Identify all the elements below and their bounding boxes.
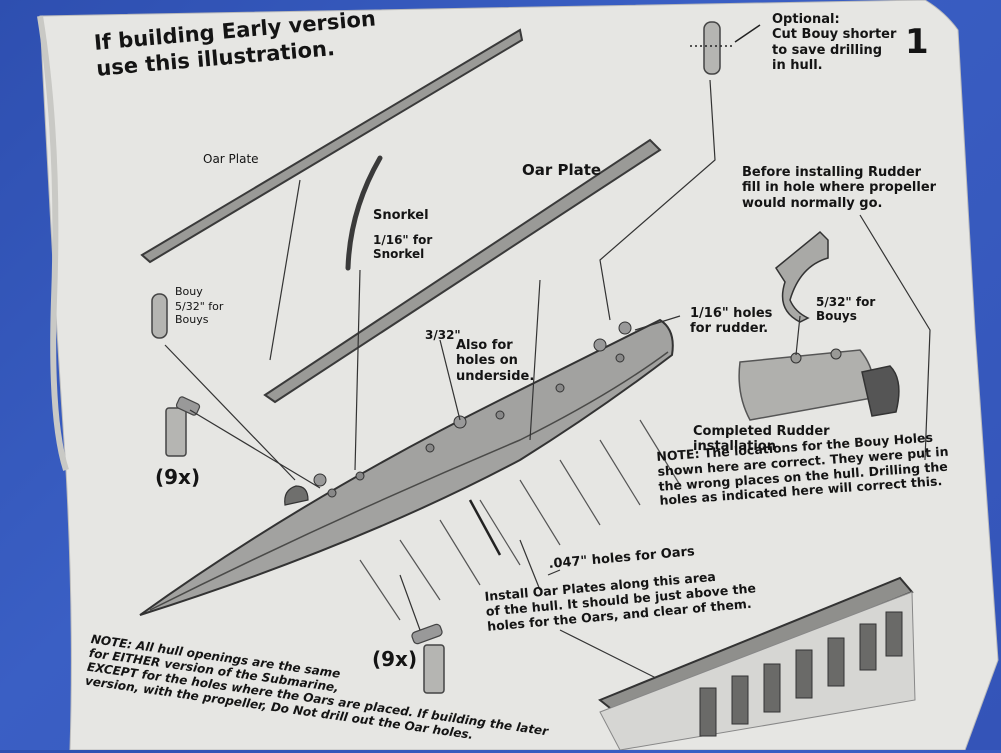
callout-rudder-fill: Before installing Rudder fill in hole wh… (742, 165, 937, 211)
callout-bouy-hole: 5/32" for Bouys (175, 300, 224, 326)
callout-hole-3-32: 3/32" (425, 328, 461, 342)
completed-rudder-drawing (738, 348, 900, 421)
optional-bouy-drawing (703, 21, 721, 75)
callout-completed-rudder: Completed Rudder installation (693, 424, 830, 455)
callout-bouy-hole-right: 5/32" for Bouys (816, 295, 876, 324)
callout-oar-plate-right: Oar Plate (522, 161, 602, 179)
oar-plate-left-drawing (140, 28, 524, 264)
callout-snorkel: Snorkel (373, 208, 429, 223)
oar-fitting-upper-drawing (165, 396, 201, 457)
callout-optional-bouy: Optional: Cut Bouy shorter to save drill… (772, 12, 897, 73)
callout-oar-plate-left: Oar Plate (203, 152, 259, 166)
oar-plate-with-oars-drawing (598, 576, 916, 750)
leader-lines (164, 79, 931, 691)
snorkel-rod-drawing (345, 155, 383, 271)
bouy-drawing (151, 293, 168, 339)
callout-qty-lower: (9x) (372, 647, 418, 671)
oar-plate-right-drawing (263, 138, 662, 404)
callout-rudder-holes: 1/16" holes for rudder. (690, 306, 773, 337)
callout-snorkel-hole: 1/16" for Snorkel (373, 233, 433, 262)
page-number: 1 (905, 22, 929, 62)
oar-hole-guide-lines (359, 419, 681, 621)
callout-also-underside: Also for holes on underside. (456, 338, 535, 384)
callout-qty-upper: (9x) (155, 465, 201, 489)
rudder-part-drawing (775, 230, 829, 323)
oar-fitting-lower-drawing (411, 623, 445, 694)
optional-bouy-leader (734, 24, 761, 43)
paper-curl-shadow (37, 15, 69, 471)
callout-bouy: Bouy (175, 285, 203, 298)
submarine-hull-drawing (139, 318, 674, 616)
